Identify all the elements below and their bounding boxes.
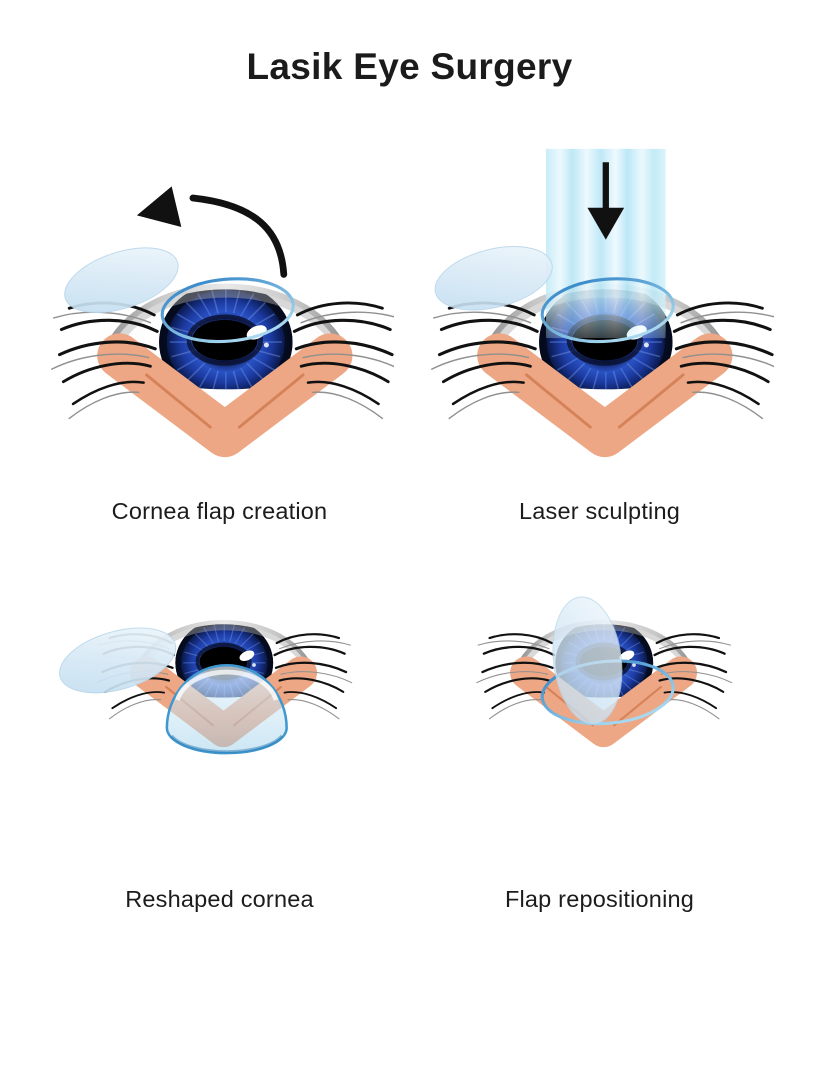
lasik-infographic: Lasik Eye Surgery	[0, 46, 819, 1070]
step-label-cornea-flap-creation: Cornea flap creation	[111, 498, 328, 524]
steps-grid: Cornea flap creation Laser sculpting	[0, 112, 819, 913]
corneal-flap	[434, 246, 553, 311]
cornea-dome-icon	[165, 663, 288, 755]
corneal-flap	[58, 627, 176, 694]
page-title: Lasik Eye Surgery	[246, 46, 573, 87]
step-label-reshaped-cornea: Reshaped cornea	[125, 886, 314, 912]
corneal-flap	[63, 247, 179, 313]
step-label-laser-sculpting: Laser sculpting	[518, 498, 681, 524]
panel-reshaped-cornea: Reshaped cornea	[30, 587, 410, 913]
down-arrow-icon	[586, 162, 624, 240]
panel-laser-sculpting: Laser sculpting	[410, 112, 790, 525]
panel-cornea-flap-creation: Cornea flap creation	[30, 112, 410, 525]
cornea-flap-creation-figure	[46, 186, 394, 460]
flap-repositioning-figure	[426, 596, 774, 842]
reshaped-cornea-figure	[58, 587, 394, 755]
corneal-flap-vertical	[552, 596, 622, 725]
curved-arrow-icon	[136, 186, 287, 278]
step-label-flap-repositioning: Flap repositioning	[504, 886, 695, 912]
panel-flap-repositioning: Flap repositioning	[410, 587, 790, 913]
laser-sculpting-figure	[426, 148, 774, 460]
